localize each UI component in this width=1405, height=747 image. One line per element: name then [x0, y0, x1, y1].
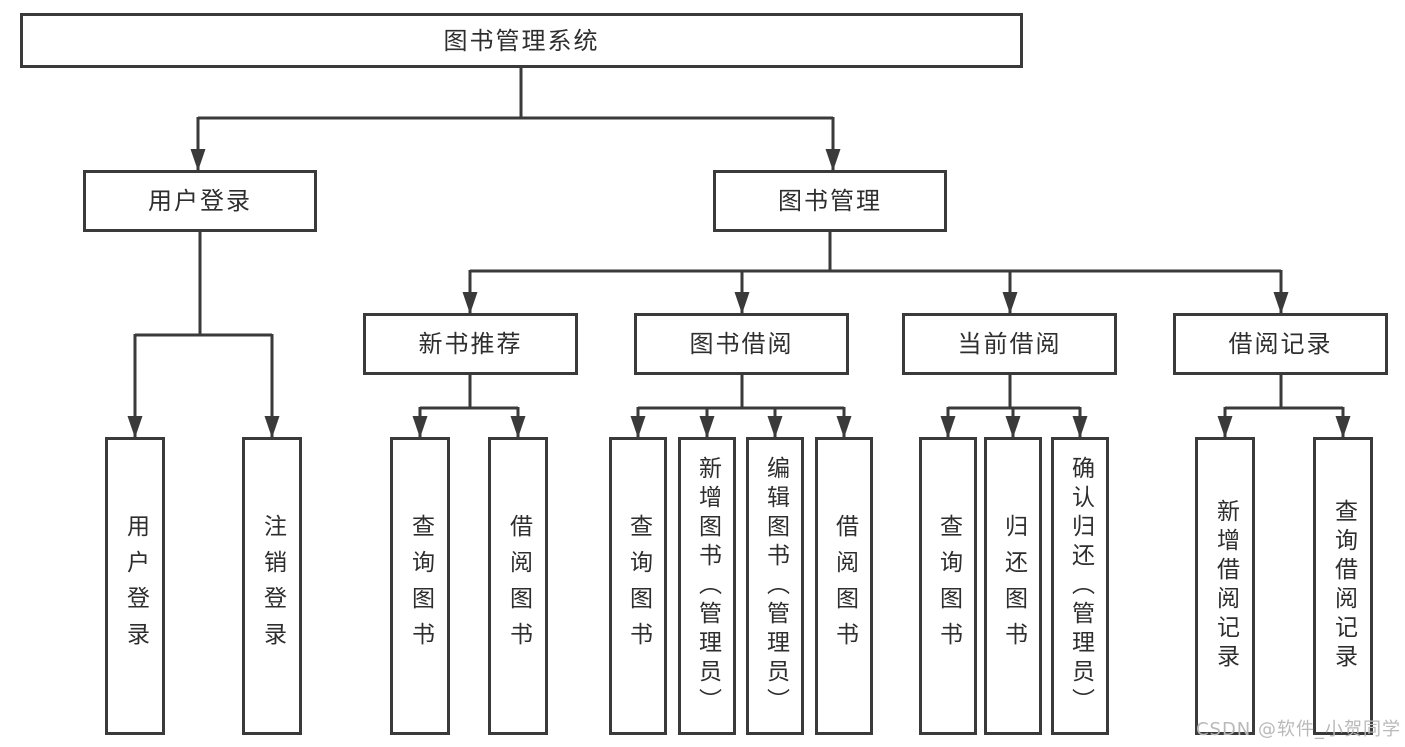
- node-borrow-records: 借阅记录: [1173, 313, 1388, 375]
- node-label: 确认归还（管理员）: [1067, 455, 1094, 717]
- leaf-query-borrow-record: 查询借阅记录: [1313, 437, 1373, 735]
- node-label: 查询图书: [407, 514, 434, 658]
- leaf-confirm-return-admin: 确认归还（管理员）: [1051, 437, 1109, 735]
- csdn-watermark: CSDN @软件_小贺同学: [1195, 719, 1401, 740]
- leaf-add-borrow-record: 新增借阅记录: [1195, 437, 1255, 735]
- node-new-book-recommend: 新书推荐: [363, 313, 578, 375]
- node-label: 当前借阅: [957, 330, 1062, 358]
- node-label: 借阅记录: [1228, 330, 1333, 358]
- leaf-current-query-book: 查询图书: [919, 437, 977, 735]
- leaf-borrow-book: 借阅图书: [815, 437, 873, 735]
- node-current-borrow: 当前借阅: [902, 313, 1117, 375]
- node-label: 查询图书: [625, 514, 652, 658]
- node-label: 新增借阅记录: [1212, 499, 1239, 673]
- node-user-login: 用户登录: [83, 170, 317, 232]
- node-label: 归还图书: [1000, 514, 1027, 658]
- node-label: 编辑图书（管理员）: [762, 455, 789, 717]
- connector-book-management-to-level3: [462, 230, 1289, 314]
- node-book-borrow: 图书借阅: [634, 313, 849, 375]
- node-label: 新增图书（管理员）: [694, 455, 721, 717]
- leaf-recommend-borrow-book: 借阅图书: [488, 437, 548, 735]
- connector-current-borrow-to-leaves: [940, 373, 1088, 438]
- leaf-user-login: 用户登录: [105, 437, 165, 735]
- connector-new-book-recommend-to-leaves: [412, 373, 526, 438]
- node-label: 借阅图书: [505, 514, 532, 658]
- connector-borrow-records-to-leaves: [1217, 373, 1351, 438]
- leaf-edit-book-admin: 编辑图书（管理员）: [746, 437, 804, 735]
- leaf-borrow-query-book: 查询图书: [609, 437, 667, 735]
- leaf-return-book: 归还图书: [984, 437, 1042, 735]
- leaf-logout: 注销登录: [242, 437, 302, 735]
- node-label: 图书借阅: [689, 330, 794, 358]
- node-label: 查询借阅记录: [1330, 499, 1357, 673]
- node-label: 借阅图书: [831, 514, 858, 658]
- node-label: 注销登录: [259, 514, 286, 658]
- node-library-management-system: 图书管理系统: [20, 13, 1023, 68]
- leaf-recommend-query-book: 查询图书: [390, 437, 450, 735]
- node-label: 图书管理: [778, 187, 882, 215]
- node-label: 新书推荐: [418, 330, 523, 358]
- node-label: 用户登录: [148, 187, 252, 215]
- node-book-management: 图书管理: [713, 170, 947, 232]
- node-label: 图书管理系统: [443, 26, 600, 55]
- connector-user-login-to-leaves: [127, 230, 280, 438]
- connector-root-to-level2: [190, 66, 841, 171]
- connector-book-borrow-to-leaves: [630, 373, 852, 438]
- leaf-add-book-admin: 新增图书（管理员）: [678, 437, 736, 735]
- node-label: 用户登录: [122, 514, 149, 658]
- node-label: 查询图书: [935, 514, 962, 658]
